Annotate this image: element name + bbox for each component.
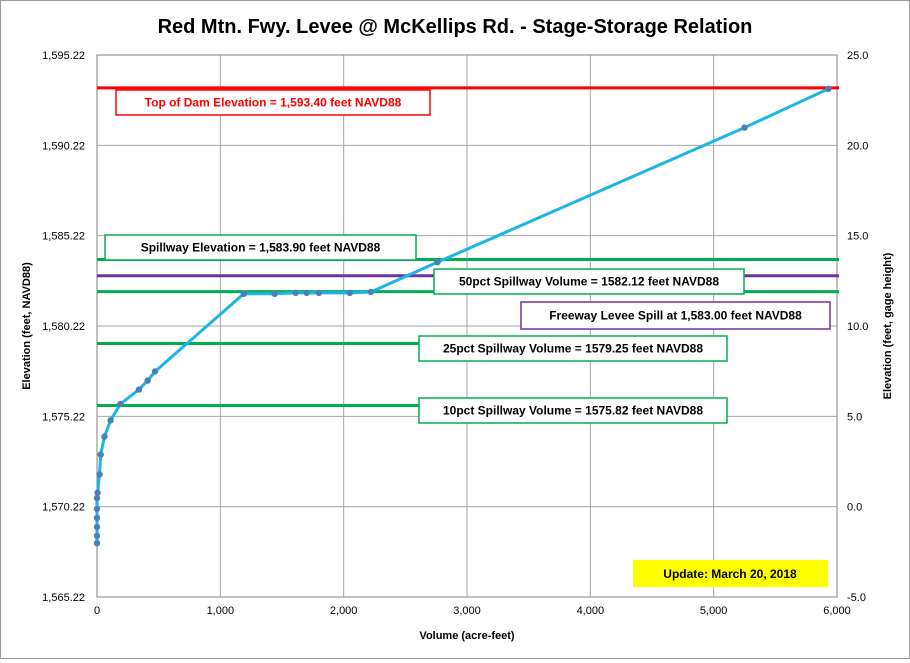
update-badge-background (633, 560, 828, 587)
reference-label: Top of Dam Elevation = 1,593.40 feet NAV… (115, 89, 431, 116)
reference-label-box (418, 397, 728, 424)
y-tick-label: 1,595.22 (42, 50, 85, 62)
y2-tick-label: 20.0 (847, 140, 868, 152)
data-point (93, 540, 101, 547)
data-point (303, 289, 310, 297)
data-point (101, 433, 108, 440)
data-point (93, 532, 101, 540)
data-point (240, 290, 247, 297)
data-point (93, 494, 101, 502)
y2-tick-label: 0.0 (847, 502, 862, 514)
data-point (825, 85, 832, 93)
update-badge: Update: March 20, 2018 (633, 560, 828, 587)
data-point (93, 514, 101, 522)
callouts: Top of Dam Elevation = 1,593.40 feet NAV… (104, 89, 831, 587)
reference-label-text: Freeway Levee Spill at 1,583.00 feet NAV… (549, 309, 802, 323)
x-tick-label: 6,000 (823, 605, 851, 617)
reference-label-box (104, 234, 417, 261)
data-point (741, 124, 748, 131)
data-point (96, 471, 103, 478)
reference-label: Freeway Levee Spill at 1,583.00 feet NAV… (520, 301, 831, 330)
data-point (94, 489, 101, 496)
y2-tick-label: 10.0 (847, 321, 868, 333)
reference-label: Spillway Elevation = 1,583.90 feet NAVD8… (104, 234, 417, 261)
reference-label-box (520, 301, 831, 330)
reference-label: 50pct Spillway Volume = 1582.12 feet NAV… (433, 268, 745, 295)
y2-tick-label: 25.0 (847, 50, 868, 62)
data-point (434, 259, 441, 266)
reference-label-box (433, 268, 745, 295)
y2-tick-label: 5.0 (847, 411, 862, 423)
reference-label-text: Spillway Elevation = 1,583.90 feet NAVD8… (141, 241, 381, 255)
reference-label-text: 10pct Spillway Volume = 1575.82 feet NAV… (443, 404, 703, 418)
data-point (367, 288, 374, 296)
data-point (117, 400, 124, 408)
x-tick-label: 2,000 (330, 605, 358, 617)
y-tick-label: 1,565.22 (42, 592, 85, 604)
y-tick-label: 1,580.22 (42, 321, 85, 333)
reference-label-box (418, 335, 728, 362)
series-layer (93, 85, 832, 547)
data-point (292, 289, 299, 297)
x-tick-label: 1,000 (207, 605, 235, 617)
y-tick-label: 1,575.22 (42, 411, 85, 423)
data-point (346, 289, 353, 297)
reference-label: 10pct Spillway Volume = 1575.82 feet NAV… (418, 397, 728, 424)
reference-label-text: 25pct Spillway Volume = 1579.25 feet NAV… (443, 342, 703, 356)
tick-labels: 0 1,000 2,000 3,000 4,000 5,000 6,000 1,565.22 1… (42, 50, 868, 617)
x-tick-label: 0 (94, 605, 100, 617)
chart-title: Red Mtn. Fwy. Levee @ McKellips Rd. - St… (158, 16, 753, 38)
update-badge-text: Update: March 20, 2018 (663, 567, 797, 581)
y-tick-label: 1,570.22 (42, 502, 85, 514)
y2-axis-title: Elevation (feet, gage height) (882, 252, 894, 399)
y2-tick-label: 15.0 (847, 231, 868, 243)
reference-label-text: Top of Dam Elevation = 1,593.40 feet NAV… (145, 96, 402, 110)
y-tick-label: 1,585.22 (42, 231, 85, 243)
y-axis-title: Elevation (feet, NAVD88) (21, 262, 33, 390)
x-axis-title: Volume (acre-feet) (419, 630, 514, 642)
y2-tick-label: -5.0 (847, 592, 866, 604)
data-point (107, 417, 114, 424)
data-point (135, 386, 143, 393)
data-point (144, 377, 151, 384)
reference-label: 25pct Spillway Volume = 1579.25 feet NAV… (418, 335, 728, 362)
data-point (93, 505, 101, 512)
data-point (97, 451, 104, 458)
plot-area (96, 54, 838, 598)
y-tick-label: 1,590.22 (42, 140, 85, 152)
x-tick-label: 4,000 (577, 605, 605, 617)
x-tick-label: 5,000 (700, 605, 728, 617)
data-point (93, 523, 101, 531)
reference-label-box (115, 89, 431, 116)
reference-label-text: 50pct Spillway Volume = 1582.12 feet NAV… (459, 275, 719, 289)
data-point (151, 368, 159, 375)
x-tick-label: 3,000 (453, 605, 481, 617)
data-point (315, 289, 323, 297)
data-point (271, 290, 278, 297)
